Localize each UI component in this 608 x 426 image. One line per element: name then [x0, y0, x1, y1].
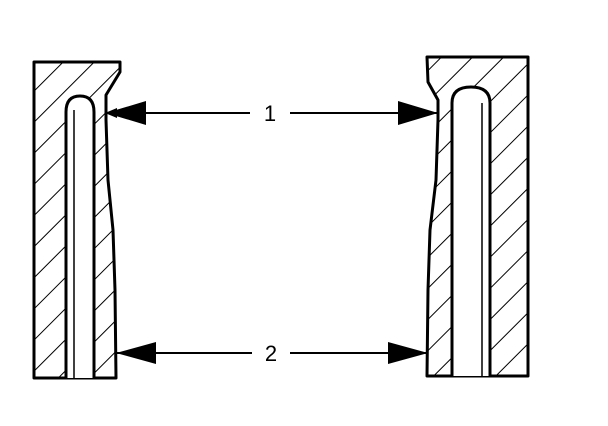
right-wall: [425, 55, 530, 378]
callout-1-right-arrowhead: [398, 101, 438, 125]
callout-2-left-arrowhead: [116, 342, 156, 364]
callout-1-left-arrowhead: [106, 101, 146, 125]
callout-1-dimension: 1: [105, 101, 438, 126]
callout-2-label: 2: [265, 341, 277, 366]
callout-1-label: 1: [264, 101, 276, 126]
callout-2-right-arrowhead: [388, 342, 428, 364]
left-wall: [32, 60, 122, 380]
callout-2-dimension: 2: [116, 341, 428, 366]
